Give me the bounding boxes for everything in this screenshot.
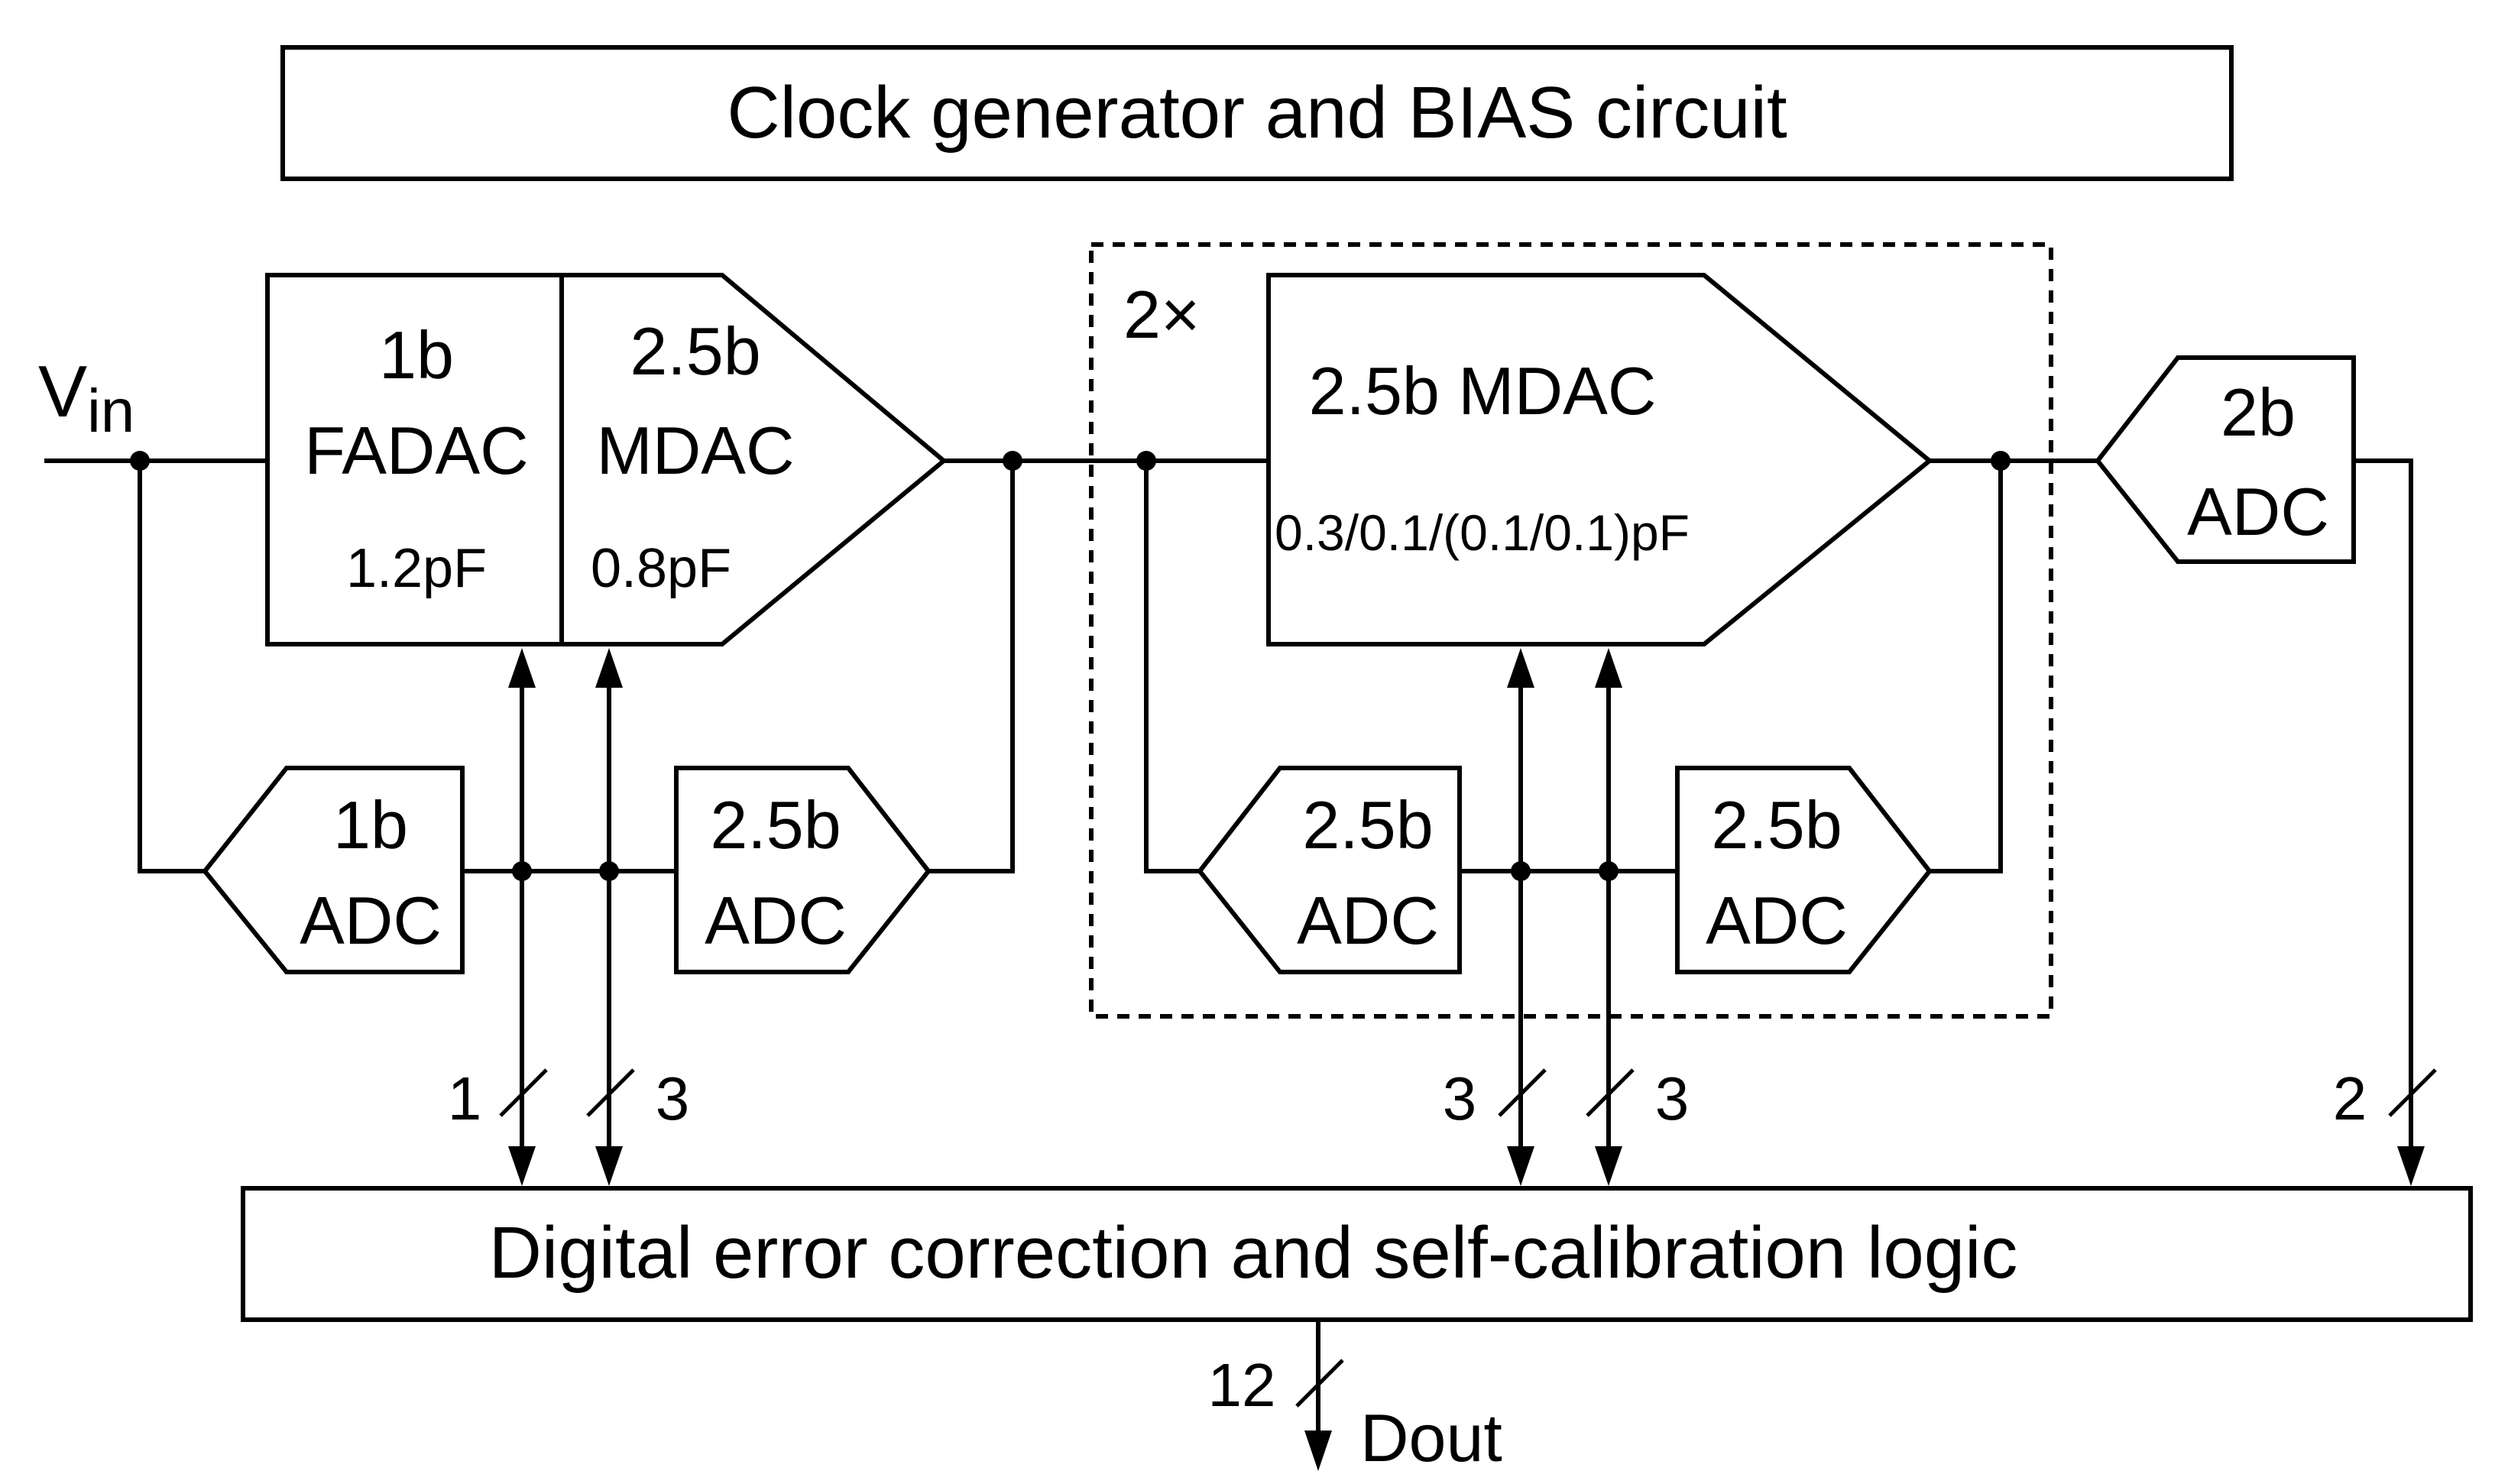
fadac-name-label: FADAC xyxy=(304,413,528,488)
fadac-bits-label: 1b xyxy=(379,317,454,393)
adc-25b-rep-right-name: ADC xyxy=(1706,883,1848,958)
bus-width-output: 12 xyxy=(1208,1351,1276,1419)
bus-width-backend: 2 xyxy=(2333,1064,2367,1132)
adc-25b-rep-left-name: ADC xyxy=(1297,883,1439,958)
mdac1-cap-label: 0.8pF xyxy=(591,538,731,599)
adc-25b-stage1-name-label: ADC xyxy=(705,883,847,958)
repeated-stage-boundary xyxy=(1089,242,2053,1019)
output-bus xyxy=(1295,1320,1344,1471)
bus-width-fadac: 1 xyxy=(448,1064,482,1132)
adc-1b-bits-label: 1b xyxy=(333,787,408,863)
digital-logic-block: Digital error correction and self-calibr… xyxy=(241,1186,2473,1322)
repeated-stage-buses xyxy=(1498,648,1635,1186)
stage1-output-wire xyxy=(928,451,1269,873)
digital-logic-label: Digital error correction and self-calibr… xyxy=(489,1212,2018,1294)
bus-width-rep-a: 3 xyxy=(1443,1064,1477,1132)
clock-generator-block: Clock generator and BIAS circuit xyxy=(280,45,2234,181)
adc-25b-stage1-block xyxy=(674,766,932,974)
repeated-mdac-cap: 0.3/0.1/(0.1/0.1)pF xyxy=(1275,504,1690,561)
bus-width-rep-b: 3 xyxy=(1655,1064,1690,1132)
vin-label: Vin xyxy=(38,351,134,445)
mdac1-name-label: MDAC xyxy=(596,413,794,488)
bus-width-mdac1: 3 xyxy=(656,1064,690,1132)
repeated-mdac-title: 2.5b MDAC xyxy=(1309,353,1657,429)
mdac1-bits-label: 2.5b xyxy=(630,313,760,389)
dout-label: Dout xyxy=(1360,1400,1502,1476)
repeated-mdac-block xyxy=(1266,273,1933,646)
fadac-cap-label: 1.2pF xyxy=(346,538,487,599)
repeated-stage-wires xyxy=(1460,451,2098,873)
adc-25b-rep-left-bits: 2.5b xyxy=(1302,787,1433,863)
repeat-count-label: 2× xyxy=(1123,277,1200,352)
adc-1b-name-label: ADC xyxy=(300,883,442,958)
adc-2b-name-label: ADC xyxy=(2187,474,2329,549)
adc-2b-bits-label: 2b xyxy=(2221,374,2296,450)
adc-25b-stage1-bits-label: 2.5b xyxy=(710,787,841,863)
adc-25b-rep-right-block xyxy=(1675,766,1933,974)
adc-25b-rep-left-block xyxy=(1197,766,1462,974)
clock-generator-label: Clock generator and BIAS circuit xyxy=(727,72,1787,154)
stage1-block xyxy=(265,273,948,646)
adc-25b-rep-right-bits: 2.5b xyxy=(1711,787,1842,863)
adc-2b-block xyxy=(2095,355,2437,1186)
input-wire xyxy=(44,451,267,873)
stage1-buses xyxy=(462,648,676,1186)
